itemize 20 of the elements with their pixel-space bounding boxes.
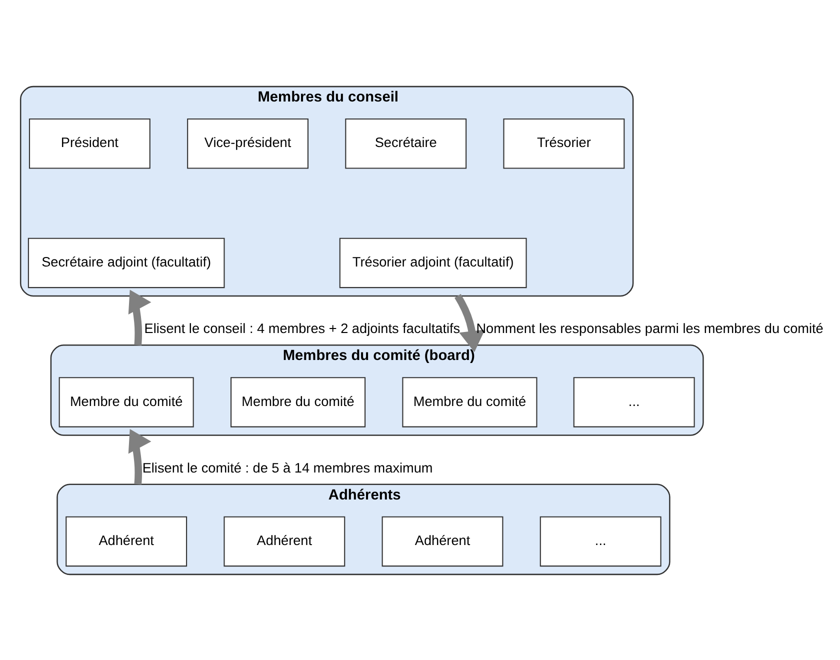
edge-label: Elisent le conseil : 4 membres + 2 adjoints facultatifs (144, 320, 460, 336)
node-box: Membre du comité (402, 376, 538, 427)
node-box: Président (28, 118, 150, 168)
node-box: Trésorier (503, 118, 625, 168)
arrow (128, 289, 152, 345)
node-box: Adhérent (66, 516, 188, 566)
arrow (128, 428, 152, 484)
arrow (454, 294, 485, 352)
node-box: Trésorier adjoint (facultatif) (339, 237, 527, 288)
node-box: Vice-président (187, 118, 308, 168)
node-box: Secrétaire (345, 118, 467, 168)
node-box: Membre du comité (58, 376, 194, 427)
node-box: Membre du comité (230, 376, 366, 427)
node-box: ... (573, 376, 695, 427)
edge-label: Elisent le comité : de 5 à 14 membres maximum (142, 460, 433, 475)
node-box: ... (540, 516, 662, 566)
edge-label: Nomment les responsables parmi les membres du comité (476, 320, 824, 336)
node-box: Adhérent (224, 516, 346, 566)
node-box: Adhérent (382, 516, 504, 566)
node-box: Secrétaire adjoint (facultatif) (28, 237, 225, 288)
